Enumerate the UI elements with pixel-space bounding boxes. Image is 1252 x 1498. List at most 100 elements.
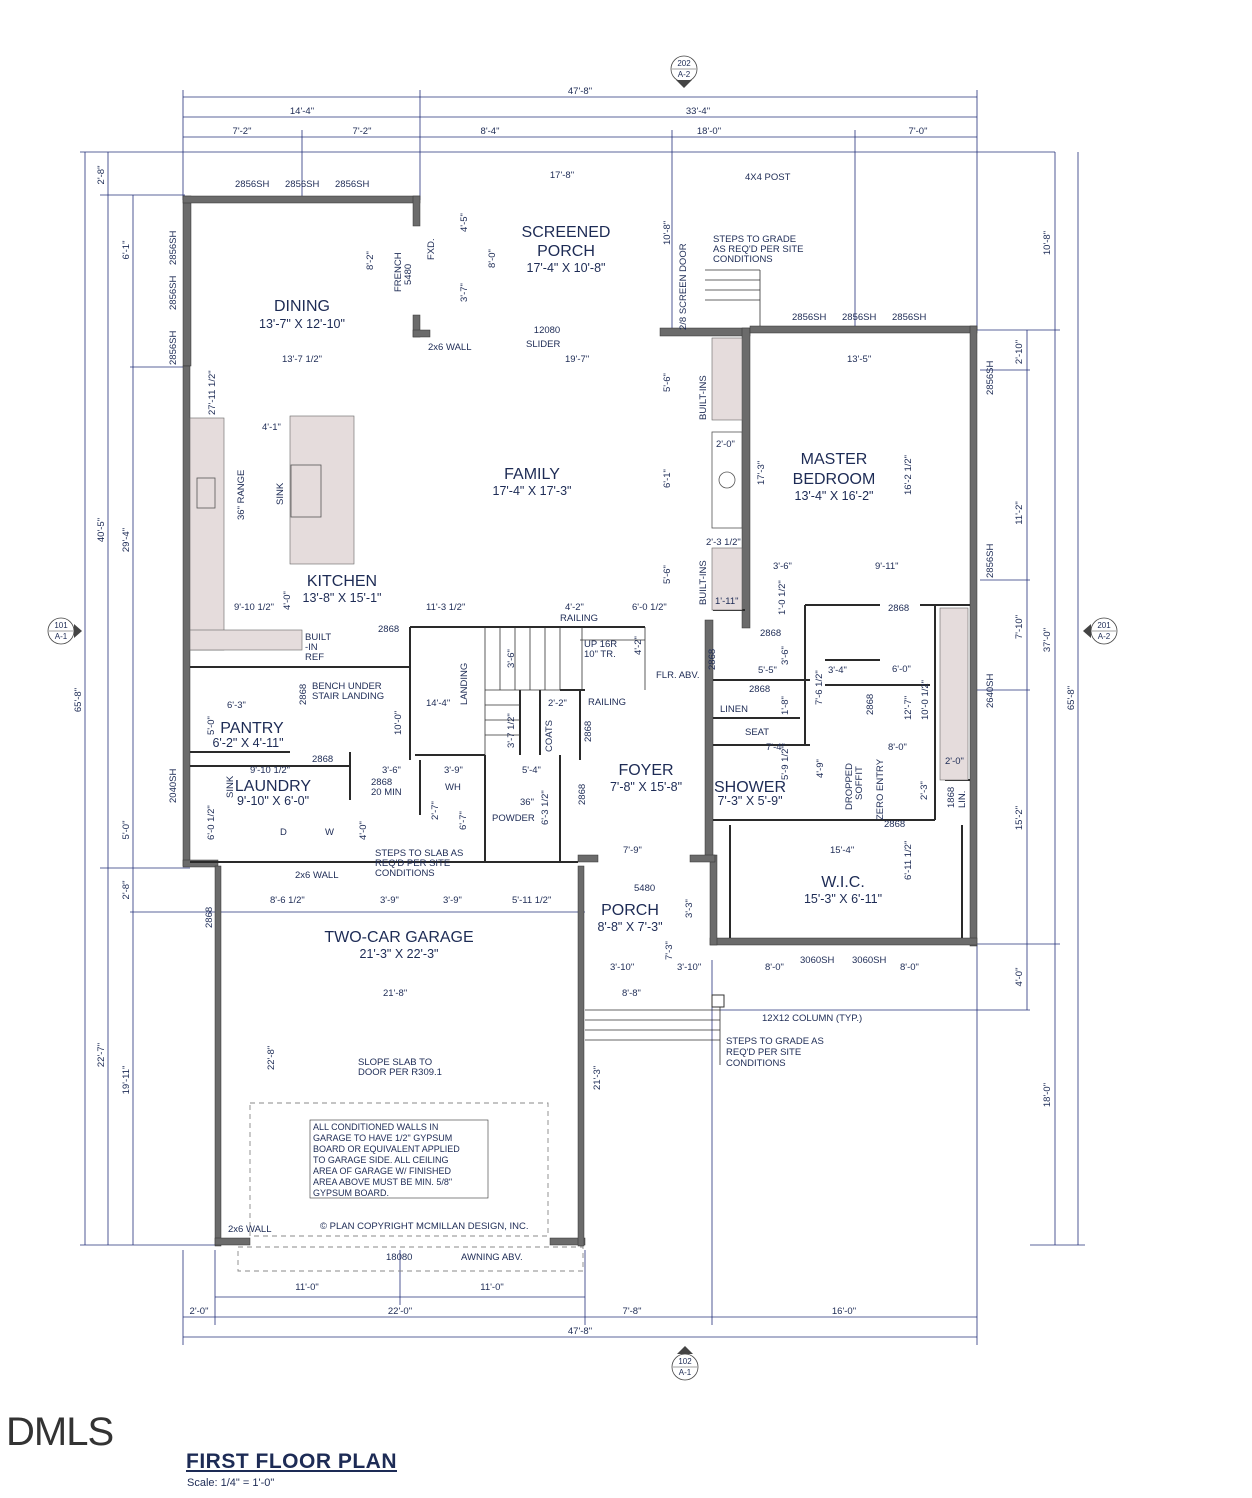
dim-top-total: 47'-8": [568, 86, 592, 97]
label-slider: SLIDER: [526, 339, 560, 350]
label-2x6-wall-1: 2x6 WALL: [428, 342, 471, 353]
marker-sheet: A-1: [55, 632, 68, 641]
label-awning: AWNING ABV.: [461, 1252, 523, 1263]
door-label: 2868: [298, 684, 309, 705]
dim-k6: 4'-2": [565, 602, 584, 613]
dim-top-c1: 7'-2": [233, 126, 252, 137]
dim-bot-a1: 11'-0": [295, 1282, 319, 1293]
dim-m7: 16'-2 1/2": [903, 455, 914, 495]
dim-bot-b2: 22'-0": [388, 1306, 412, 1317]
dim-g7: 21'-3": [592, 1066, 603, 1090]
dim-m8: 3'-6": [773, 561, 792, 572]
label-screen-door: 2/8 SCREEN DOOR: [678, 243, 689, 330]
label-range: 36" RANGE: [236, 470, 247, 520]
room-dining-size: 13'-7" X 12'-10": [259, 317, 345, 331]
room-porch-size: 8'-8" X 7'-3": [597, 920, 662, 934]
room-wic: W.I.C.: [821, 874, 865, 891]
room-screened-porch-1: SCREENED: [522, 224, 611, 241]
dim-m18: 12'-7": [903, 696, 914, 720]
room-wic-size: 15'-3" X 6'-11": [804, 892, 882, 906]
dim-m10: 1'-11": [715, 596, 739, 607]
copyright-text: © PLAN COPYRIGHT MCMILLAN DESIGN, INC.: [320, 1221, 528, 1232]
garage-note: ALL CONDITIONED WALLS IN GARAGE TO HAVE …: [309, 1119, 489, 1199]
marker-num: 202: [677, 59, 691, 68]
dim-left-2: 6'-1": [121, 241, 132, 260]
label-coats: COATS: [544, 720, 555, 752]
interior-walls: [190, 604, 970, 938]
dim-m26: 15'-4": [830, 845, 854, 856]
room-garage-size: 21'-3" X 22'-3": [360, 947, 439, 961]
garage-note-line: GYPSUM BOARD.: [313, 1188, 389, 1198]
dim-m1: 5'-6": [662, 373, 673, 392]
window-label: 2856SH: [168, 231, 179, 265]
dim-m14: 3'-4": [828, 665, 847, 676]
dim-m22: 5'-9 1/2": [780, 745, 791, 780]
label-railing: RAILING: [560, 613, 598, 624]
label-slope-2: DOOR PER R309.1: [358, 1067, 442, 1078]
room-garage: TWO-CAR GARAGE: [324, 929, 473, 946]
label-sink: SINK: [275, 482, 286, 505]
dim-right-4: 37'-0": [1042, 628, 1053, 652]
dim-din-w: 13'-7 1/2": [282, 354, 322, 365]
label-slider-size: 12080: [534, 325, 560, 336]
window-label: 3060SH: [800, 955, 834, 966]
label-dropped-2: SOFFIT: [854, 766, 865, 800]
dim-m20: 7'-4": [766, 742, 785, 753]
dim-top-b: 33'-4": [686, 106, 710, 117]
door-label: 2868: [204, 907, 215, 928]
dim-m5: 2'-3 1/2": [706, 537, 741, 548]
room-foyer: FOYER: [618, 762, 673, 779]
garage-note-line: AREA ABOVE MUST BE MIN. 5/8": [313, 1177, 452, 1187]
room-pantry-size: 6'-2" X 4'-11": [212, 736, 283, 750]
window-label: 2856SH: [985, 361, 996, 395]
label-garage-door: 18080: [386, 1252, 412, 1263]
marker-sheet: A-2: [1098, 632, 1111, 641]
window-label: 2856SH: [792, 312, 826, 323]
label-builtins-a: BUILT-INS: [698, 375, 709, 420]
dim-l11: 3'-7 1/2": [506, 713, 517, 748]
dim-left-6: 5'-0": [121, 821, 132, 840]
door-label: 2868: [865, 694, 876, 715]
label-steps-top-1: STEPS TO GRADE: [713, 234, 796, 245]
dim-bot-total: 47'-8": [568, 1326, 592, 1337]
garage-note-line: GARAGE TO HAVE 1/2" GYPSUM: [313, 1133, 452, 1143]
door-label: 2868: [312, 754, 333, 765]
label-steps-slab-2: REQ'D PER SITE: [375, 858, 450, 869]
dim-g1: 8'-6 1/2": [270, 895, 305, 906]
interior-dimensions: 13'-7 1/2" 19'-7" 13'-5" 4'-1" 27'-11 1/…: [206, 213, 964, 1090]
dim-g4: 5'-11 1/2": [512, 895, 551, 906]
door-labels: 2868 2868 2868 2868 2868 2868 2868 2868 …: [204, 603, 909, 928]
dim-f1: 7'-9": [623, 845, 642, 856]
dim-s6: 4'-2": [633, 636, 644, 655]
stair: [484, 627, 646, 755]
dim-fam-w: 19'-7": [565, 354, 589, 365]
kitchen-cabinets: [189, 337, 969, 781]
room-family-size: 17'-4" X 17'-3": [493, 484, 572, 498]
room-master-2: BEDROOM: [793, 471, 876, 488]
label-builtin-2: -IN: [305, 642, 318, 653]
section-marker-bottom: 102 A-1: [671, 1346, 699, 1381]
room-laundry-size: 9'-10" X 6'-0": [237, 794, 309, 808]
dim-f5: 7'-3": [664, 941, 675, 960]
window-labels: 2856SH 2856SH 2856SH 2856SH 2856SH 2856S…: [168, 179, 996, 966]
dimension-labels: 47'-8" 14'-4" 33'-4" 7'-2" 7'-2" 8'-4" 1…: [73, 86, 1077, 1337]
dim-k7: 6'-0 1/2": [632, 602, 667, 613]
dim-right-1: 10'-8": [1042, 231, 1053, 255]
dim-right-8: 4'-0": [1014, 968, 1025, 987]
dim-l12: 3'-6": [506, 649, 517, 668]
marker-num: 101: [54, 621, 68, 630]
label-builtin-1: BUILT: [305, 632, 331, 643]
dim-bot-b4: 16'-0": [832, 1306, 856, 1317]
label-dropped-1: DROPPED: [844, 763, 855, 810]
window-label: 2856SH: [842, 312, 876, 323]
label-railing-2: RAILING: [588, 697, 626, 708]
room-dining: DINING: [274, 298, 330, 315]
dim-s1: 8'-2": [365, 251, 376, 270]
dim-l5: 2'-7": [430, 801, 441, 820]
marker-sheet: A-1: [679, 1368, 692, 1377]
dim-m6: 17'-3": [756, 461, 767, 485]
label-french-size: 5480: [403, 264, 414, 285]
label-36: 36": [520, 797, 534, 808]
dim-l4: 3'-9": [444, 765, 463, 776]
